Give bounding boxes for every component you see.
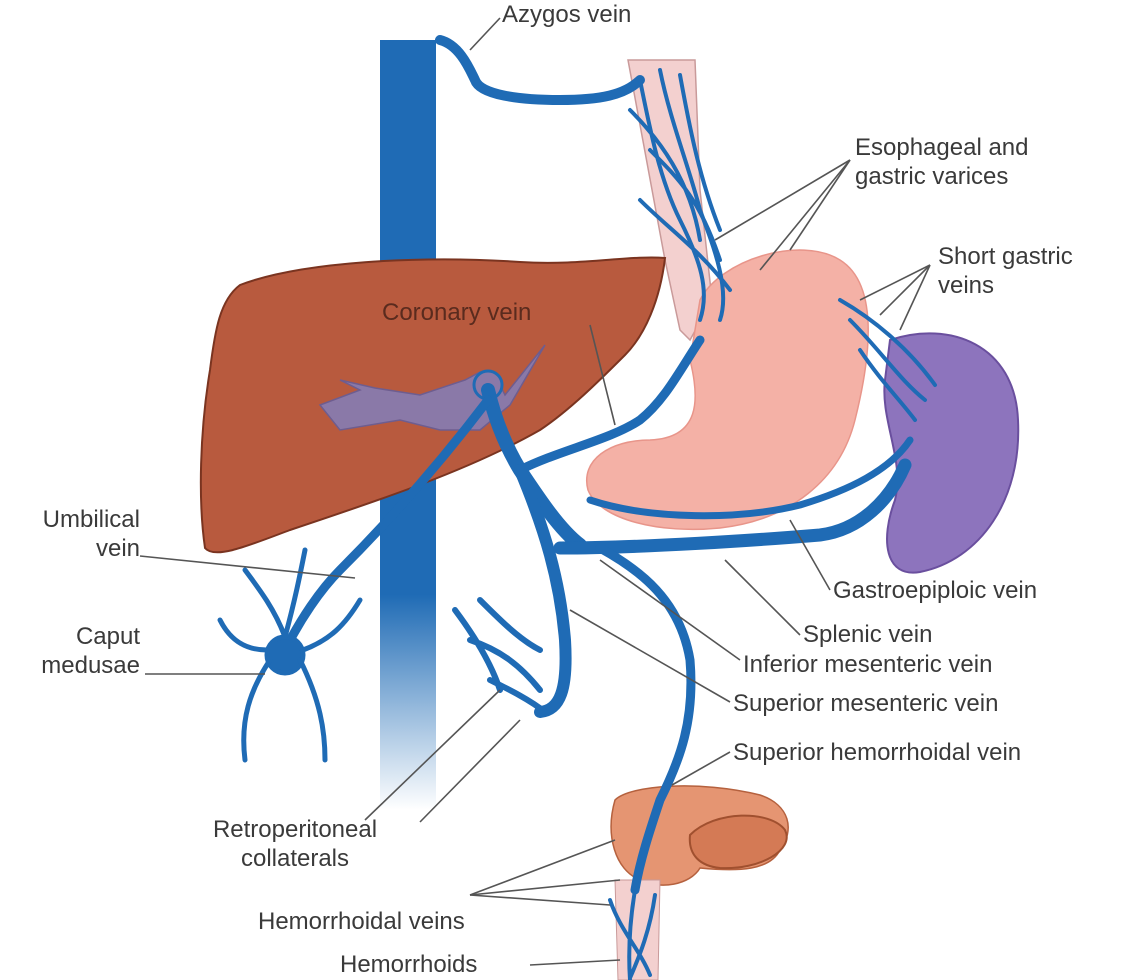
inferior-mesenteric-vein <box>595 543 696 895</box>
umbilical-label-line1: Umbilical <box>42 506 140 533</box>
esophageal-varices-label-line2: gastric varices <box>855 163 1009 190</box>
rectum-opening <box>688 814 788 870</box>
retroperitoneal-leader-2 <box>419 719 521 823</box>
inferior-mesenteric-vein-label: Inferior mesenteric vein <box>743 651 993 678</box>
esophageal-varices <box>628 68 732 322</box>
splenic-leader <box>724 559 801 636</box>
gastroepiploic-vein <box>586 436 914 520</box>
superior-mesenteric-vein <box>514 464 572 718</box>
superior-hemorrhoidal-leader <box>671 751 731 786</box>
umbilical-vein <box>280 395 493 655</box>
azygos-leader <box>469 17 501 51</box>
splenic-vein <box>553 458 912 555</box>
hemorrhoidal-veins <box>608 888 657 980</box>
gastroepiploic-vein-label: Gastroepiploic vein <box>833 577 1038 604</box>
short-gastric-leader-3 <box>899 264 931 331</box>
umbilicus-icon <box>264 634 306 676</box>
gastroepiploic-leader <box>789 519 831 591</box>
azygos-vein-label: Azygos vein <box>502 1 632 28</box>
leader-lines <box>139 17 931 966</box>
caput-label-line1: Caput <box>75 623 140 650</box>
umbilical-vein-label: Umbilical vein <box>0 505 140 563</box>
anal-canal <box>614 879 661 980</box>
retroperitoneal-collaterals-label: Retroperitoneal collaterals <box>170 815 420 873</box>
hemorrhoids-label: Hemorrhoids <box>340 951 478 978</box>
azygos-vein <box>435 35 645 105</box>
esophageal-leader-1 <box>714 159 851 241</box>
caput-label-line2: medusae <box>41 652 140 679</box>
superior-mesenteric-leader <box>569 609 731 703</box>
coronary-leader <box>589 324 616 426</box>
superior-hemorrhoidal-vein-label: Superior hemorrhoidal vein <box>733 739 1022 766</box>
esophageal-varices-label: Esophageal and gastric varices <box>855 133 1028 191</box>
short-gastric-label-line1: Short gastric <box>938 243 1073 270</box>
esophageal-leader-2 <box>789 159 851 251</box>
umbilical-label-line2: vein <box>95 535 140 562</box>
retroperitoneal-collaterals <box>452 597 548 715</box>
coronary-vein <box>515 335 705 475</box>
short-gastric-veins-label: Short gastric veins <box>938 242 1073 300</box>
short-gastric-veins <box>838 298 937 422</box>
retroperitoneal-label-line1: Retroperitoneal <box>212 816 378 843</box>
hemorrhoidal-leader-2 <box>469 879 621 896</box>
stomach <box>585 249 869 531</box>
caput-medusae-label: Caput medusae <box>0 622 140 680</box>
inferior-mesenteric-leader <box>599 559 741 661</box>
superior-mesenteric-vein-label: Superior mesenteric vein <box>733 690 999 717</box>
hemorrhoids-leader <box>529 959 621 966</box>
hemorrhoidal-leader-3 <box>469 894 611 906</box>
short-gastric-leader-2 <box>879 264 931 316</box>
short-gastric-leader-1 <box>859 264 931 301</box>
retroperitoneal-label-line2: collaterals <box>240 845 350 872</box>
retroperitoneal-leader-1 <box>364 689 501 821</box>
caput-medusae <box>217 547 363 763</box>
umbilical-leader <box>139 555 356 579</box>
coronary-vein-label: Coronary vein <box>382 299 532 326</box>
esophageal-leader-3 <box>759 159 851 271</box>
hemorrhoidal-veins-label: Hemorrhoidal veins <box>258 908 465 935</box>
esophageal-varices-label-line1: Esophageal and <box>855 134 1029 161</box>
portal-vein-network <box>280 35 937 980</box>
short-gastric-label-line2: veins <box>938 272 995 299</box>
hemorrhoidal-leader-1 <box>469 839 616 896</box>
spleen <box>883 332 1020 574</box>
splenic-vein-label: Splenic vein <box>803 621 933 648</box>
